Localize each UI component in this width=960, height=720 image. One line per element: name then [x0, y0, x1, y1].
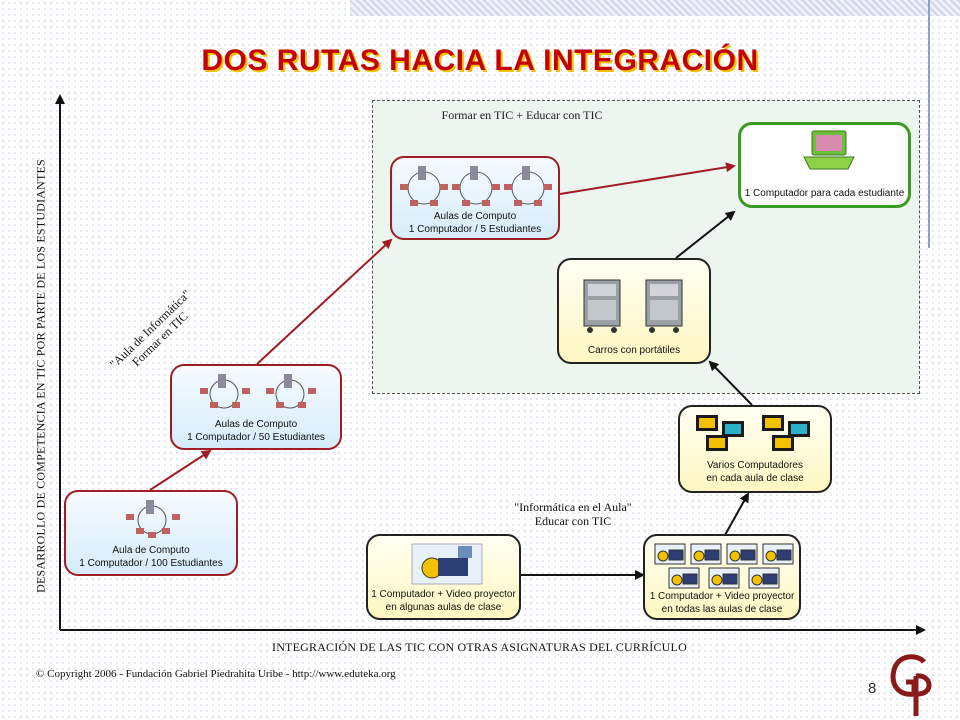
- arrow-varios-to-carros: [708, 360, 753, 406]
- carros-label: Carros con portátiles: [587, 345, 681, 356]
- note-informatica-aula-line2: Educar con TIC: [534, 514, 612, 528]
- right-decorative-line: [928, 0, 930, 248]
- y-axis-label: DESARROLLO DE COMPETENCIA EN TIC POR PAR…: [33, 159, 48, 593]
- projector-icon: [411, 543, 483, 585]
- box-aula-100: Aula de Computo 1 Computador / 100 Estud…: [64, 490, 238, 576]
- computers-icon: [696, 415, 810, 451]
- varios-line1: Varios Computadores: [707, 460, 803, 471]
- network-icon: [126, 500, 180, 538]
- network-icon: [200, 374, 316, 409]
- varios-line2: en cada aula de clase: [706, 473, 804, 484]
- box-algunas-aulas: 1 Computador + Video proyector en alguna…: [366, 534, 521, 620]
- box-aula-50: Aulas de Computo 1 Computador / 50 Estud…: [170, 364, 342, 450]
- aula-5-line1: Aulas de Computo: [433, 211, 517, 222]
- arrow-50-to-5: [256, 238, 393, 365]
- network-icon: [400, 166, 552, 206]
- aula-50-line1: Aulas de Computo: [214, 419, 298, 430]
- uno-a-uno-label: 1 Computador para cada estudiante: [744, 188, 905, 199]
- gp-logo-icon: [890, 654, 932, 716]
- box-varios: Varios Computadores en cada aula de clas…: [678, 405, 832, 493]
- aula-5-line2: 1 Computador / 5 Estudiantes: [408, 224, 542, 235]
- arrow-todas-to-varios: [724, 492, 749, 536]
- formar-educar-title: Formar en TIC + Educar con TIC: [441, 108, 603, 122]
- projectors-icon: [654, 543, 794, 589]
- box-uno-a-uno: 1 Computador para cada estudiante: [738, 122, 911, 208]
- x-axis-label: INTEGRACIÓN DE LAS TIC CON OTRAS ASIGNAT…: [272, 640, 687, 654]
- note-informatica-aula-line1: "Informática en el Aula": [514, 500, 632, 514]
- algunas-line2: en algunas aulas de clase: [385, 602, 502, 613]
- todas-line2: en todas las aulas de clase: [661, 604, 783, 615]
- algunas-line1: 1 Computador + Video proyector: [371, 589, 516, 600]
- cart-icon: [583, 279, 683, 333]
- page-title: DOS RUTAS HACIA LA INTEGRACIÓN: [201, 44, 759, 77]
- top-decorative-band: [350, 0, 960, 16]
- copyright-text: © Copyright 2006 - Fundación Gabriel Pie…: [36, 668, 396, 680]
- box-todas-aulas: 1 Computador + Video proyector en todas …: [643, 534, 801, 620]
- arrow-5-to-uno: [559, 162, 736, 195]
- aula-100-line1: Aula de Computo: [112, 545, 190, 556]
- box-carros: Carros con portátiles: [557, 258, 711, 364]
- todas-line1: 1 Computador + Video proyector: [649, 591, 795, 602]
- arrow-100-to-50: [149, 449, 212, 491]
- note-informatica-aula: "Informática en el Aula" Educar con TIC: [478, 500, 668, 528]
- laptop-icon: [803, 130, 855, 170]
- page-number: 8: [868, 680, 877, 697]
- aula-100-line2: 1 Computador / 100 Estudiantes: [79, 558, 223, 569]
- aula-50-line2: 1 Computador / 50 Estudiantes: [187, 432, 325, 443]
- arrow-carros-to-uno: [675, 210, 736, 259]
- box-aula-5: Aulas de Computo 1 Computador / 5 Estudi…: [390, 156, 560, 240]
